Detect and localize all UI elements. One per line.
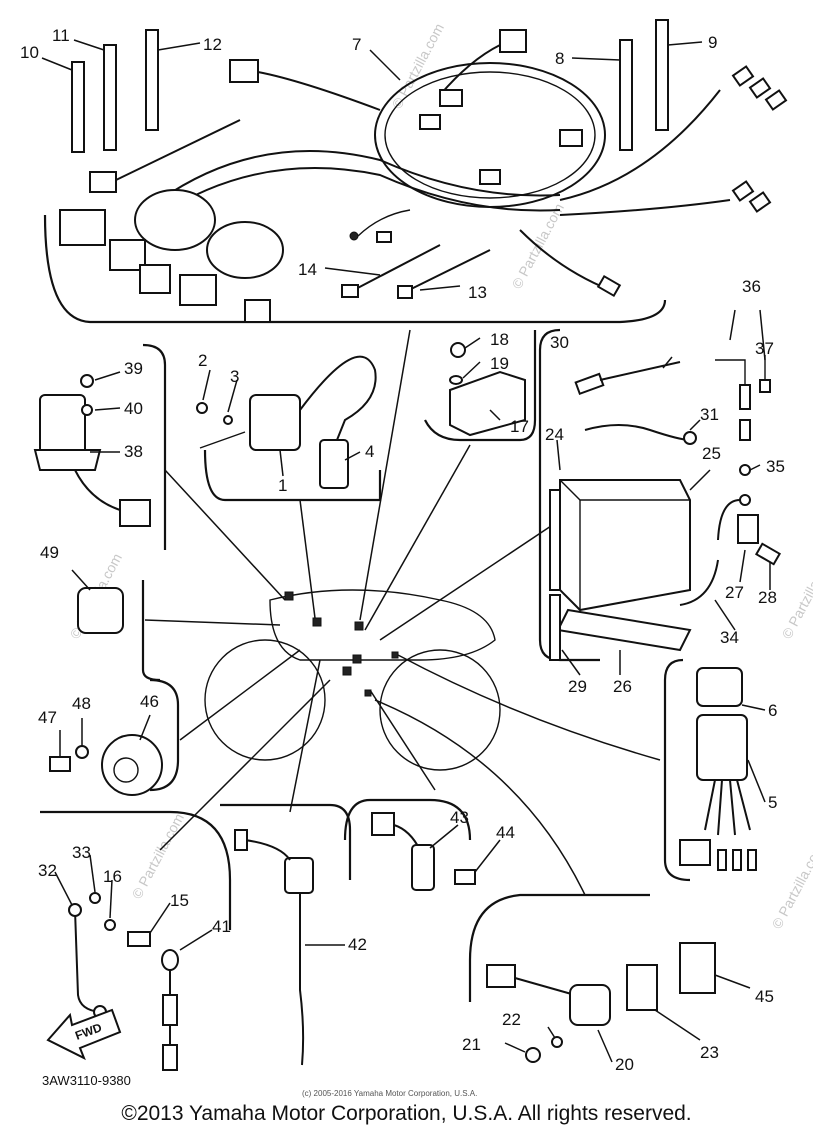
callout-10: 10 <box>20 43 39 62</box>
callout-3: 3 <box>230 367 239 386</box>
horn-group <box>49 678 180 796</box>
callout-15: 15 <box>170 891 189 910</box>
callout-33: 33 <box>72 843 91 862</box>
callout-35: 35 <box>766 457 785 476</box>
callout-6: 6 <box>768 701 777 720</box>
footer-copyright: ©2013 Yamaha Motor Corporation, U.S.A. A… <box>121 1102 692 1125</box>
small-copyright: (c) 2005-2016 Yamaha Motor Corporation, … <box>302 1089 477 1098</box>
callout-11: 11 <box>52 26 70 45</box>
callout-47: 47 <box>38 708 57 727</box>
starter-relay-group <box>33 343 167 682</box>
callout-46: 46 <box>140 692 159 711</box>
callout-24: 24 <box>545 425 564 444</box>
watermark-top: © Partzilla.com <box>389 21 447 112</box>
callout-5: 5 <box>768 793 777 812</box>
callout-7: 7 <box>352 35 361 54</box>
callout-40: 40 <box>124 399 143 418</box>
watermark-right-low: © Partzilla.com <box>769 841 813 932</box>
watermark-left-low: © Partzilla.com <box>129 811 187 902</box>
callout-30: 30 <box>550 333 569 352</box>
watermark-right: © Partzilla.com <box>779 551 813 642</box>
wire-harness-group <box>43 19 788 324</box>
callout-37: 37 <box>755 339 774 358</box>
battery-group <box>538 309 782 676</box>
callout-36: 36 <box>742 277 761 296</box>
fwd-arrow: FWD <box>46 1008 122 1061</box>
callout-13: 13 <box>468 283 487 302</box>
callout-49: 49 <box>40 543 59 562</box>
starter-switch-group <box>468 893 751 1063</box>
callout-38: 38 <box>124 442 143 461</box>
callout-26: 26 <box>613 677 632 696</box>
callout-43: 43 <box>450 808 469 827</box>
callout-8: 8 <box>555 49 564 68</box>
callout-42: 42 <box>348 935 367 954</box>
drawing-code: 3AW3110-9380 <box>42 1073 131 1088</box>
callout-17: 17 <box>510 417 529 436</box>
callout-16: 16 <box>103 867 122 886</box>
callout-44: 44 <box>496 823 515 842</box>
callout-1: 1 <box>278 476 287 495</box>
callout-29: 29 <box>568 677 587 696</box>
callout-48: 48 <box>72 694 91 713</box>
callout-31: 31 <box>700 405 719 424</box>
callout-28: 28 <box>758 588 777 607</box>
watermarks: © Partzilla.com © Partzilla.com © Partzi… <box>67 21 813 932</box>
callout-39: 39 <box>124 359 143 378</box>
neutral-switch-group <box>220 803 352 1066</box>
callout-9: 9 <box>708 33 717 52</box>
callout-22: 22 <box>502 1010 521 1029</box>
callout-41: 41 <box>212 917 231 936</box>
rectifier-group <box>424 330 537 442</box>
top-leaders <box>41 39 703 291</box>
callout-25: 25 <box>702 444 721 463</box>
sensor-group <box>343 798 501 891</box>
relay-group <box>663 658 766 882</box>
callout-34: 34 <box>720 628 739 647</box>
callout-2: 2 <box>198 351 207 370</box>
callout-32: 32 <box>38 861 57 880</box>
callout-27: 27 <box>725 583 744 602</box>
callout-numbers: 10 11 12 7 8 9 14 13 18 19 17 2 3 4 1 39… <box>20 26 785 1074</box>
callout-45: 45 <box>755 987 774 1006</box>
callout-20: 20 <box>615 1055 634 1074</box>
callout-14: 14 <box>298 260 317 279</box>
callout-19: 19 <box>490 354 509 373</box>
callout-4: 4 <box>365 442 374 461</box>
motorcycle-outline <box>204 589 501 771</box>
radial-leaders <box>144 329 661 896</box>
callout-21: 21 <box>462 1035 481 1054</box>
ignition-coil-group <box>196 355 382 502</box>
callout-12: 12 <box>203 35 222 54</box>
callout-18: 18 <box>490 330 509 349</box>
callout-23: 23 <box>700 1043 719 1062</box>
